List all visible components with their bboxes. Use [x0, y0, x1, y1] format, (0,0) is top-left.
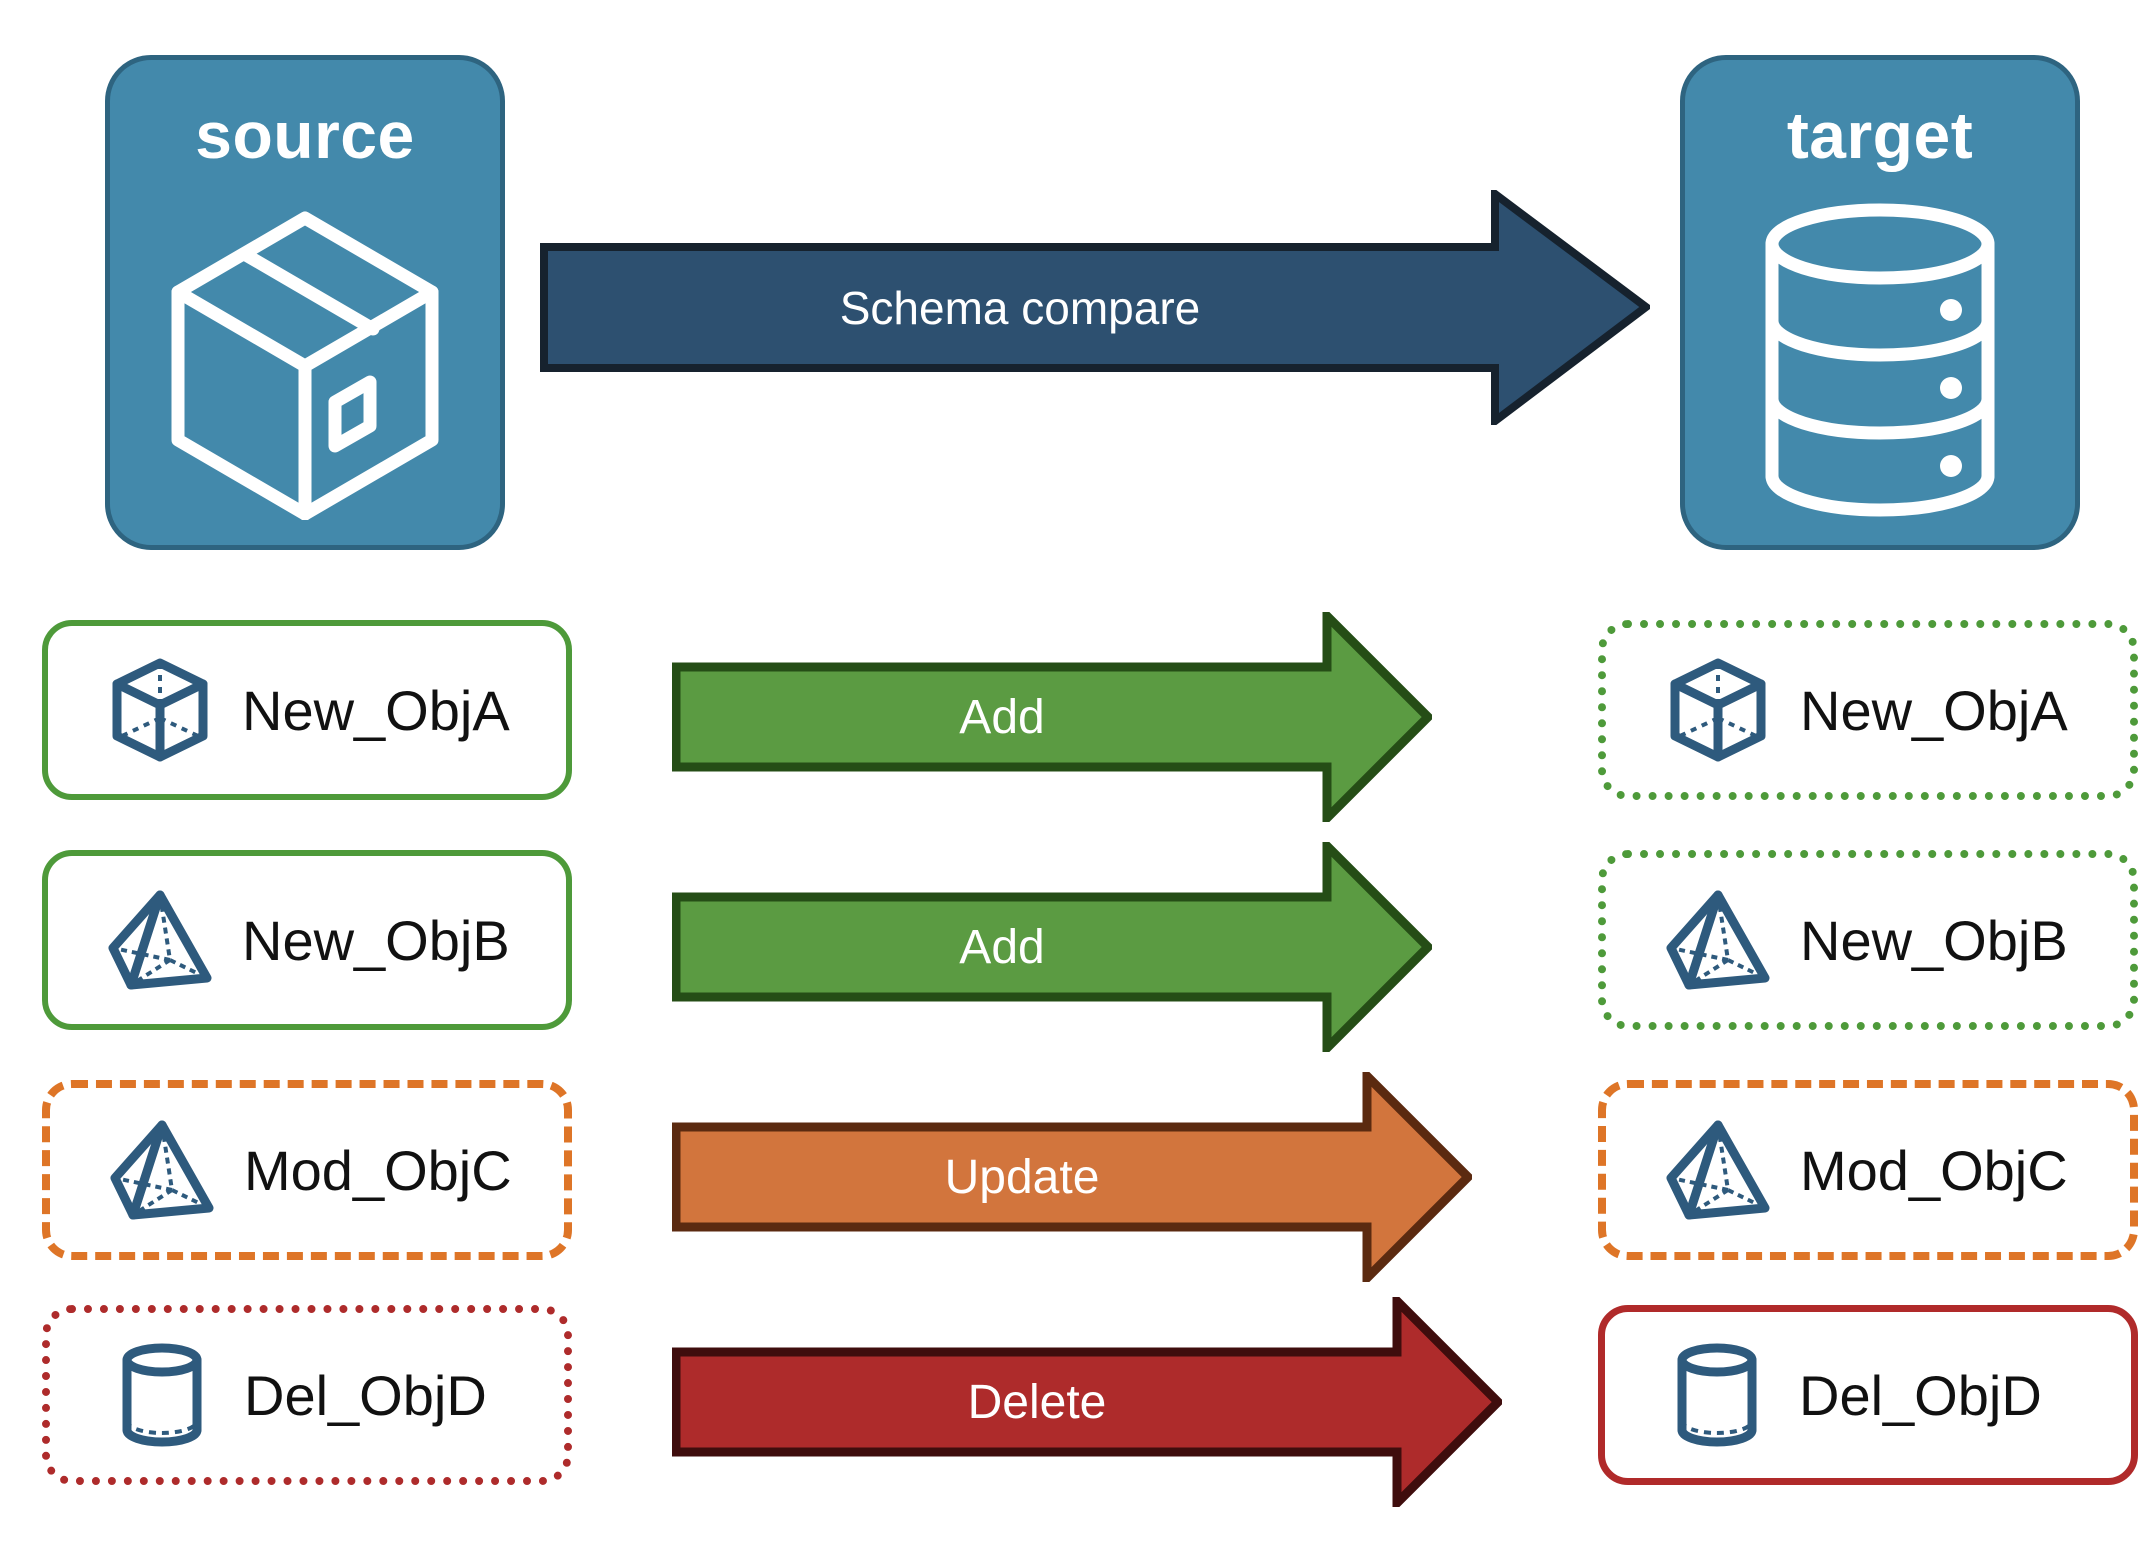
- source-object-label: Mod_ObjC: [244, 1138, 512, 1202]
- pyramid-wireframe-icon: [1666, 888, 1770, 992]
- database-cylinder-icon: [1755, 200, 2005, 525]
- cube-wireframe-icon: [108, 658, 212, 762]
- target-object-label: Mod_ObjC: [1800, 1138, 2068, 1202]
- target-object-box[interactable]: Del_ObjD: [1598, 1305, 2138, 1485]
- cylinder-icon: [1665, 1343, 1769, 1447]
- target-object-box[interactable]: Mod_ObjC: [1598, 1080, 2138, 1260]
- source-object-label: New_ObjB: [242, 908, 510, 972]
- source-label: source: [195, 98, 415, 172]
- source-object-box[interactable]: New_ObjA: [42, 620, 572, 800]
- source-object-box[interactable]: Mod_ObjC: [42, 1080, 572, 1260]
- cylinder-icon: [110, 1343, 214, 1447]
- target-object-label: New_ObjA: [1800, 678, 2068, 742]
- add-action-arrow[interactable]: Add: [671, 835, 1435, 1059]
- pyramid-wireframe-icon: [108, 888, 212, 992]
- target-object-box[interactable]: New_ObjB: [1598, 850, 2138, 1030]
- target-object-label: New_ObjB: [1800, 908, 2068, 972]
- add-action-arrow[interactable]: Add: [671, 605, 1435, 829]
- target-object-box[interactable]: New_ObjA: [1598, 620, 2138, 800]
- target-endpoint-card: target: [1680, 55, 2080, 550]
- source-endpoint-card: source: [105, 55, 505, 550]
- package-box-icon: [160, 200, 450, 525]
- schema-compare-arrow: Schema compare: [540, 186, 1653, 430]
- source-object-box[interactable]: Del_ObjD: [42, 1305, 572, 1485]
- pyramid-wireframe-icon: [110, 1118, 214, 1222]
- update-action-arrow[interactable]: Update: [671, 1065, 1475, 1289]
- delete-action-arrow[interactable]: Delete: [671, 1290, 1505, 1514]
- target-label: target: [1786, 98, 1974, 172]
- pyramid-wireframe-icon: [1666, 1118, 1770, 1222]
- source-object-box[interactable]: New_ObjB: [42, 850, 572, 1030]
- cube-wireframe-icon: [1666, 658, 1770, 762]
- target-object-label: Del_ObjD: [1799, 1363, 2042, 1427]
- source-object-label: Del_ObjD: [244, 1363, 487, 1427]
- source-object-label: New_ObjA: [242, 678, 510, 742]
